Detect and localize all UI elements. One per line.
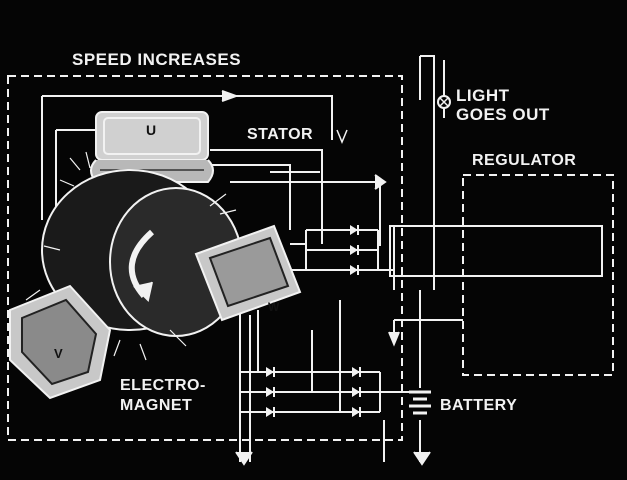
stator-label: STATOR (247, 126, 314, 143)
light-label-line2: GOES OUT (456, 105, 550, 124)
coil-u-letter: U (146, 122, 157, 138)
coil-w-housing (194, 224, 302, 322)
dashed-boundary (7, 75, 403, 441)
top-current-arrow (42, 90, 348, 144)
electro-label-line2: MAGNET (120, 397, 193, 414)
battery-wire (409, 290, 431, 466)
regulator-contact-bar (389, 225, 603, 277)
coil-v-letter: V (54, 346, 64, 361)
electromagnet-label: ELECTRO- MAGNET (120, 376, 206, 416)
coil-v-housing (9, 284, 112, 400)
diode-glyphs (266, 225, 361, 417)
light-goes-out-label: LIGHT GOES OUT (456, 86, 550, 124)
lamp-wire (419, 55, 451, 290)
coil-w-letter: W (268, 300, 280, 314)
battery-label: BATTERY (440, 397, 518, 414)
stator-output-wires (200, 149, 387, 246)
electro-label-line1: ELECTRO- (120, 377, 206, 394)
regulator-output-wire (388, 319, 463, 347)
flux-sparks (25, 151, 237, 361)
regulator-label: REGULATOR (472, 152, 577, 169)
left-loop-wire (55, 129, 96, 210)
light-label-line1: LIGHT (456, 86, 510, 105)
speed-increases-label: SPEED INCREASES (72, 50, 242, 69)
